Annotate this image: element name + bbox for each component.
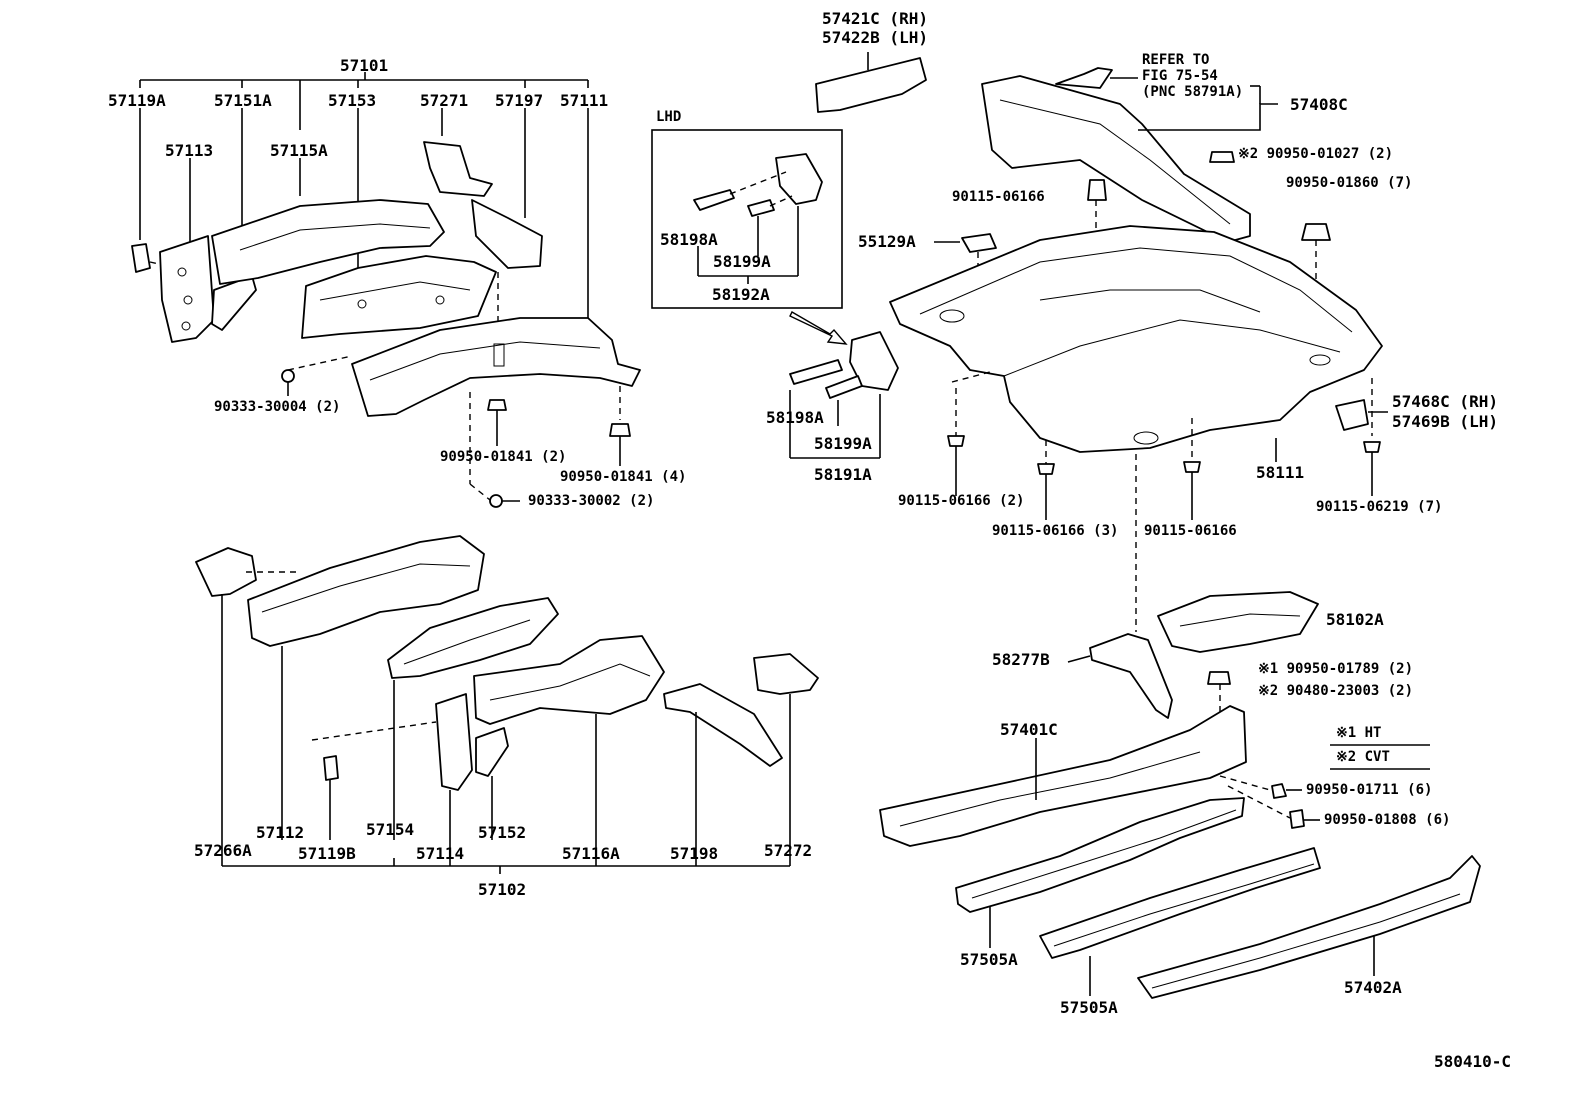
label-57111: 57111 <box>560 91 609 110</box>
label-57119A: 57119A <box>108 91 166 110</box>
legend-cvt: ※2 CVT <box>1336 749 1390 765</box>
label-90950-01860: 90950-01860 (7) <box>1286 175 1413 191</box>
label-90950-01808: 90950-01808 (6) <box>1324 812 1451 828</box>
label-90115-06166-2: 90115-06166 (2) <box>898 493 1025 509</box>
part-57114 <box>311 693 473 858</box>
label-58102A: 58102A <box>1326 610 1384 629</box>
part-57272 <box>753 653 819 858</box>
label-57401C: 57401C <box>1000 720 1058 739</box>
part-57505A-upper <box>955 797 1245 948</box>
label-57505A-1: 57505A <box>960 950 1018 969</box>
label-57116A: 57116A <box>562 844 620 863</box>
part-57505A-lower <box>1039 847 1321 996</box>
part-57154 <box>387 597 559 840</box>
label-57112: 57112 <box>256 823 305 842</box>
label-57422B: 57422B (LH) <box>822 28 928 47</box>
label-90950-01027: ※2 90950-01027 (2) <box>1238 146 1394 162</box>
label-57102: 57102 <box>478 880 527 899</box>
part-57271 <box>423 141 493 197</box>
label-57272: 57272 <box>764 841 813 860</box>
label-90115-06219: 90115-06219 (7) <box>1316 499 1443 515</box>
label-58277B: 58277B <box>992 650 1050 669</box>
part-57153 <box>301 255 497 339</box>
label-58198A-box: 58198A <box>660 230 718 249</box>
part-57408C <box>981 67 1278 243</box>
part-58191A <box>789 331 899 459</box>
legend-lines <box>1330 744 1430 770</box>
label-57153: 57153 <box>328 91 377 110</box>
label-57421C: 57421C (RH) <box>822 9 928 28</box>
part-57111 <box>287 317 641 484</box>
label-58191A: 58191A <box>814 465 872 484</box>
part-57266A <box>195 547 257 858</box>
label-57266A: 57266A <box>194 841 252 860</box>
label-57113: 57113 <box>165 141 214 160</box>
label-57114: 57114 <box>416 844 465 863</box>
label-refer-to: REFER TO <box>1142 52 1210 68</box>
part-57151A <box>211 275 257 331</box>
label-58192A: 58192A <box>712 285 770 304</box>
lhd-box <box>651 129 843 309</box>
part-57152 <box>475 727 509 840</box>
part-57421C <box>815 52 927 113</box>
part-57468C <box>1335 399 1388 431</box>
label-fig: FIG 75-54 <box>1142 68 1218 84</box>
legend-ht: ※1 HT <box>1336 725 1382 741</box>
label-90115-06166-b: 90115-06166 <box>1144 523 1237 539</box>
label-57469B: 57469B (LH) <box>1392 412 1498 431</box>
label-90480-23003: ※2 90480-23003 (2) <box>1258 683 1414 699</box>
part-58277B <box>1067 633 1173 719</box>
label-57468C: 57468C (RH) <box>1392 392 1498 411</box>
label-90115-06166-top: 90115-06166 <box>952 189 1045 205</box>
label-57197: 57197 <box>495 91 544 110</box>
floor-bolts <box>947 378 1381 632</box>
label-57152: 57152 <box>478 823 527 842</box>
label-58199A: 58199A <box>814 434 872 453</box>
part-57119A <box>131 243 169 273</box>
part-57402A <box>1137 855 1481 999</box>
label-90115-06166-3: 90115-06166 (3) <box>992 523 1119 539</box>
label-90333-30002: 90333-30002 (2) <box>528 493 655 509</box>
label-57119B: 57119B <box>298 844 356 863</box>
label-57101: 57101 <box>340 56 389 75</box>
label-57505A-2: 57505A <box>1060 998 1118 1017</box>
label-57154: 57154 <box>366 820 415 839</box>
part-58102A <box>1157 591 1319 653</box>
label-58198A: 58198A <box>766 408 824 427</box>
part-58111 <box>889 225 1383 462</box>
label-57408C: 57408C <box>1290 95 1348 114</box>
label-57271: 57271 <box>420 91 469 110</box>
arrow-lhd <box>789 311 848 345</box>
label-57151A: 57151A <box>214 91 272 110</box>
part-57116A <box>473 635 665 858</box>
label-57198: 57198 <box>670 844 719 863</box>
label-58111: 58111 <box>1256 463 1305 482</box>
label-lhd: LHD <box>656 109 682 125</box>
figure-code: 580410-C <box>1434 1052 1512 1071</box>
label-58199A-box: 58199A <box>713 252 771 271</box>
part-57401C <box>879 705 1320 847</box>
label-90950-01789: ※1 90950-01789 (2) <box>1258 661 1414 677</box>
label-pnc: (PNC 58791A) <box>1142 84 1244 100</box>
grommets-left <box>281 369 631 508</box>
label-90950-01841-2: 90950-01841 (2) <box>440 449 567 465</box>
label-90950-01841-4: 90950-01841 (4) <box>560 469 687 485</box>
part-57113 <box>159 235 215 343</box>
group-bracket-57102 <box>221 858 791 874</box>
part-57198 <box>663 683 783 858</box>
label-90333-30004: 90333-30004 (2) <box>214 399 341 415</box>
part-55129A <box>934 233 997 316</box>
label-57402A: 57402A <box>1344 978 1402 997</box>
label-55129A: 55129A <box>858 232 916 251</box>
grommet-90950-01789 <box>1207 671 1231 712</box>
part-57112 <box>246 535 485 840</box>
label-57115A: 57115A <box>270 141 328 160</box>
part-57119B <box>323 755 339 840</box>
part-57115A <box>211 199 445 285</box>
label-90950-01711: 90950-01711 (6) <box>1306 782 1433 798</box>
